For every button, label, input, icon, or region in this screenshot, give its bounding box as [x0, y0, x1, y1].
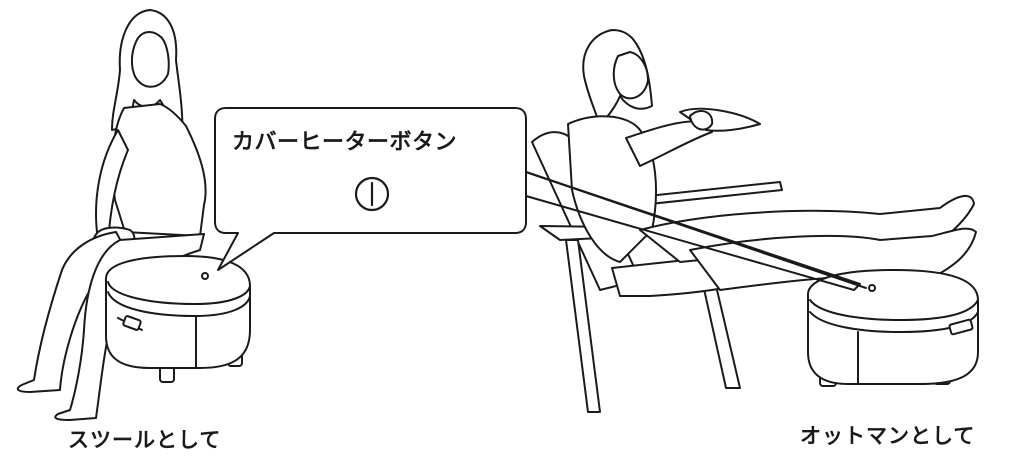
ottoman-heater-right	[808, 270, 978, 386]
stool-heater-left	[106, 256, 250, 382]
callout-label: カバーヒーターボタン	[232, 124, 522, 156]
caption-stool: スツールとして	[68, 424, 221, 454]
caption-ottoman: オットマンとして	[800, 420, 975, 450]
reclining-woman-figure	[568, 30, 976, 290]
power-button-icon	[356, 178, 388, 210]
